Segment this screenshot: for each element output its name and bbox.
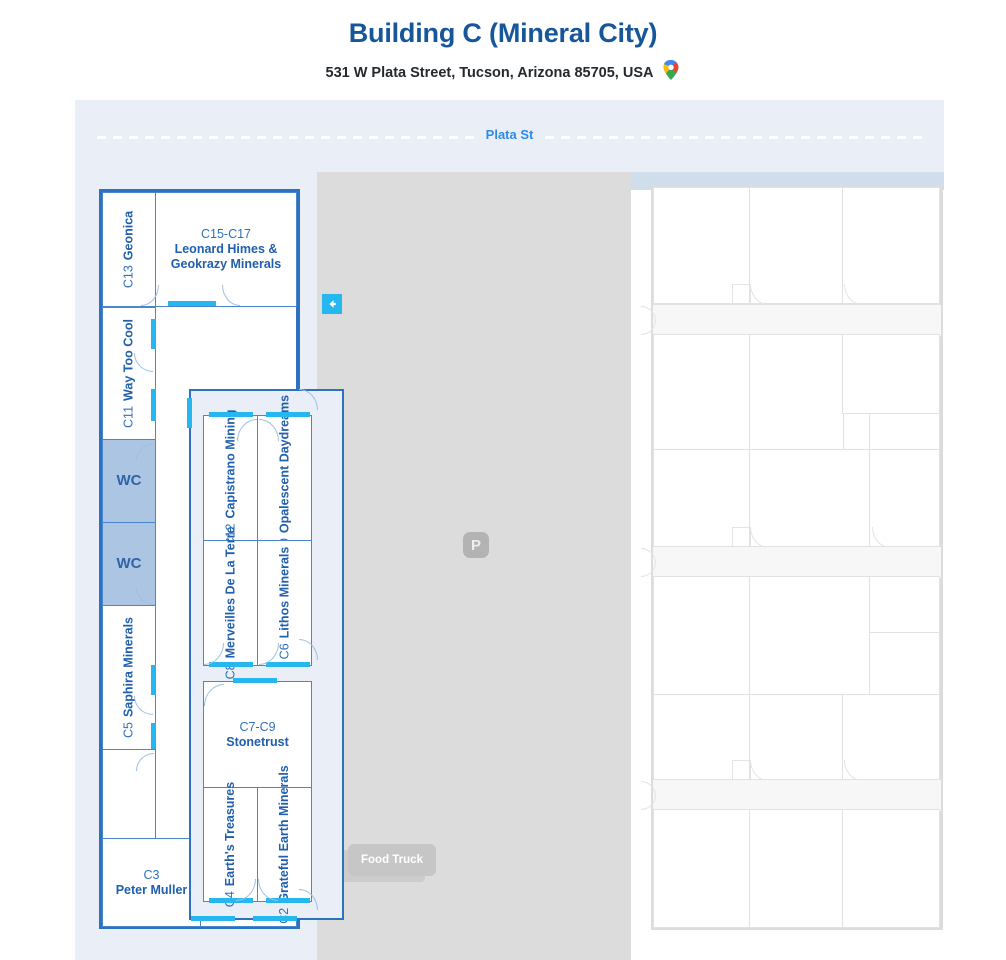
adjacent-room (749, 576, 870, 695)
adjacent-corridor-band (653, 304, 941, 337)
adjacent-room (749, 334, 844, 450)
adjacent-corridor-band (653, 779, 941, 812)
door-strip-c4 (209, 898, 253, 903)
page-header: Building C (Mineral City) 531 W Plata St… (0, 0, 1006, 100)
title-building: Building C (348, 18, 482, 48)
room-c11[interactable]: Way Too Cool C11 (102, 307, 156, 440)
address-text: 531 W Plata Street, Tucson, Arizona 8570… (325, 65, 654, 82)
door-strip-c2 (266, 898, 310, 903)
adjacent-room (653, 576, 750, 695)
adjacent-room (842, 334, 940, 414)
room-c3-name: Peter Muller (115, 882, 188, 897)
adjacent-room (869, 576, 940, 633)
arrow-left-icon (329, 300, 336, 308)
entrance-marker-north[interactable] (322, 294, 342, 314)
room-c15-c17-name: Leonard Himes & Geokrazy Minerals (170, 242, 282, 271)
window-strip-c11-b (151, 389, 156, 421)
food-truck-badge[interactable]: Food Truck (348, 844, 436, 876)
door-strip-c12 (209, 412, 253, 417)
street-label: Plata St (75, 127, 944, 142)
door-strip-c15 (168, 301, 216, 306)
room-c4-name: Earth's Treasures (223, 781, 238, 887)
address-row: 531 W Plata Street, Tucson, Arizona 8570… (0, 59, 1006, 85)
door-strip-c6 (266, 662, 310, 667)
room-c13-code: C13 (121, 265, 136, 289)
window-strip-c5-a (151, 665, 156, 695)
door-strip-corridor-sw (191, 916, 235, 921)
room-c13-name: Geonica (121, 210, 136, 261)
parking-badge: P (463, 532, 489, 558)
window-strip-corridor-w (187, 398, 192, 428)
door-strip-c7 (233, 678, 277, 683)
page-title: Building C (Mineral City) (0, 18, 1006, 49)
door-strip-corridor-se (253, 916, 297, 921)
building-c-outline: Geonica C13 C15-C17 Leonard Himes & Geok… (99, 189, 344, 929)
room-c5-code: C5 (121, 722, 136, 739)
room-wc-north-label: WC (116, 472, 142, 490)
adjacent-building-outline (641, 185, 943, 930)
street-band: Plata St (75, 100, 944, 172)
room-c11-code: C11 (121, 405, 136, 428)
room-wc-south-label: WC (116, 555, 142, 573)
parking-lot[interactable] (317, 172, 631, 960)
room-c7-c9-name: Stonetrust (226, 734, 289, 749)
adjacent-room (749, 449, 870, 547)
room-c15-c17-code: C15-C17 (200, 227, 252, 242)
adjacent-room (749, 809, 844, 928)
adjacent-corridor-band (653, 546, 941, 579)
room-c6-code: C6 (277, 643, 292, 660)
room-c3[interactable]: C3 Peter Muller (102, 838, 201, 927)
door-strip-c8 (209, 662, 253, 667)
title-venue: (Mineral City) (489, 18, 658, 48)
room-c7-c9-code: C7-C9 (239, 719, 276, 734)
map-canvas[interactable]: Plata St P Food Truck Geonica C13 (75, 100, 944, 960)
room-c6-name: Lithos Minerals (277, 546, 292, 639)
adjacent-room (653, 334, 750, 450)
room-c12-name: Capistrano Mining (223, 409, 238, 519)
room-c5[interactable]: Saphira Minerals C5 (102, 605, 156, 750)
adjacent-door-swing (732, 284, 751, 306)
room-c3-code: C3 (143, 867, 160, 882)
map-pin-icon[interactable] (662, 59, 680, 85)
room-c11-name: Way Too Cool (121, 319, 136, 401)
adjacent-room (869, 413, 940, 450)
window-strip-c5-b (151, 723, 156, 753)
door-strip-c10 (266, 412, 310, 417)
window-strip-c11-a (151, 319, 156, 349)
adjacent-room (842, 809, 940, 928)
adjacent-room (869, 632, 940, 695)
room-c8-name: Merveilles De La Terre (223, 526, 238, 659)
adjacent-room (653, 809, 750, 928)
